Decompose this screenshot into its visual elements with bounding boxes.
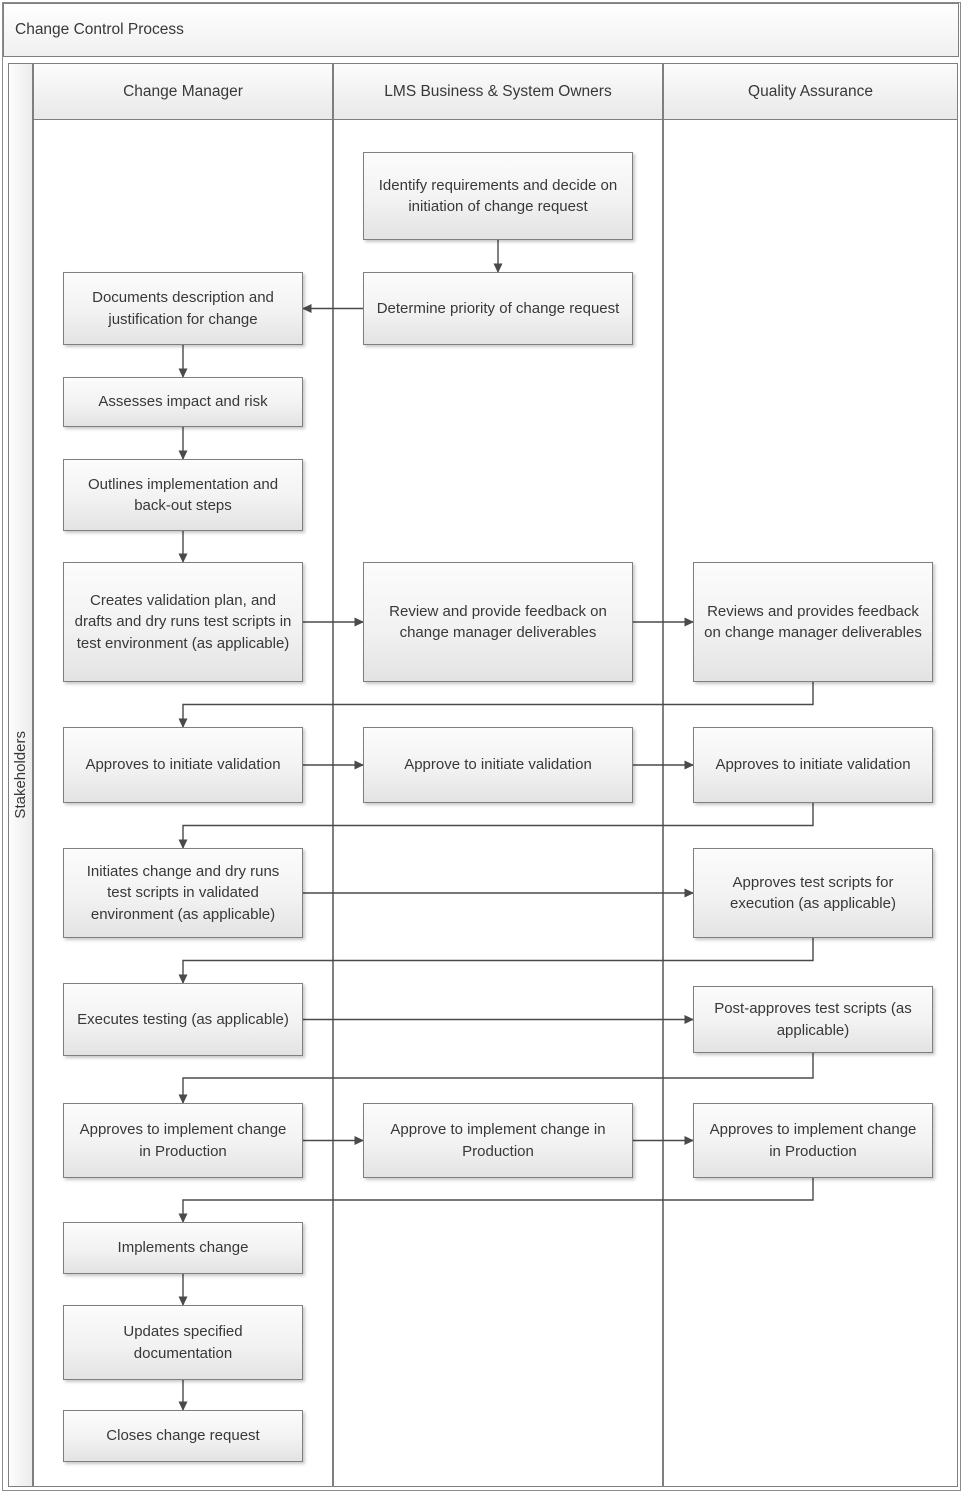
flow-node-determine: Determine priority of change request (363, 272, 633, 345)
flow-node-outlines: Outlines implementation and back-out ste… (63, 459, 303, 531)
title-band: Change Control Process (3, 3, 959, 57)
lane-header-change-manager: Change Manager (33, 63, 333, 120)
flow-node-approves-impl-cm: Approves to implement change in Producti… (63, 1103, 303, 1178)
edge-reviews-feedback-to-approves-init-cm (178, 682, 814, 728)
flow-node-approves-impl-qa: Approves to implement change in Producti… (693, 1103, 933, 1178)
flow-node-closes: Closes change request (63, 1410, 303, 1462)
edge-post-approves-to-approves-impl-cm (178, 1053, 814, 1104)
flow-node-review-feedback: Review and provide feedback on change ma… (363, 562, 633, 682)
edge-approves-impl-qa-to-implements (178, 1178, 814, 1223)
edge-approves-scripts-to-executes (178, 938, 814, 984)
flow-node-creates: Creates validation plan, and drafts and … (63, 562, 303, 682)
flow-node-approves-init-qa: Approves to initiate validation (693, 727, 933, 803)
lane-body-quality-assurance (663, 119, 958, 1487)
edge-approves-init-qa-to-initiates (178, 803, 814, 849)
flow-node-approve-init-mid: Approve to initiate validation (363, 727, 633, 803)
diagram-title: Change Control Process (15, 21, 184, 38)
flow-node-approves-init-cm: Approves to initiate validation (63, 727, 303, 803)
flow-node-approves-scripts: Approves test scripts for execution (as … (693, 848, 933, 938)
flow-node-implements: Implements change (63, 1222, 303, 1274)
flow-node-reviews-feedback: Reviews and provides feedback on change … (693, 562, 933, 682)
flow-node-executes: Executes testing (as applicable) (63, 983, 303, 1056)
flow-node-approve-impl-mid: Approve to implement change in Productio… (363, 1103, 633, 1178)
flow-node-documents: Documents description and justification … (63, 272, 303, 345)
stakeholders-strip: Stakeholders (8, 63, 33, 1487)
lane-header-label: Change Manager (123, 82, 243, 100)
lane-header-quality-assurance: Quality Assurance (663, 63, 958, 120)
lane-header-label: LMS Business & System Owners (384, 82, 612, 100)
flow-node-assesses: Assesses impact and risk (63, 377, 303, 427)
flow-node-post-approves: Post-approves test scripts (as applicabl… (693, 986, 933, 1053)
flow-node-updates: Updates specified documentation (63, 1305, 303, 1380)
flow-node-initiates: Initiates change and dry runs test scrip… (63, 848, 303, 938)
lane-header-label: Quality Assurance (748, 82, 873, 100)
flow-node-identify: Identify requirements and decide on init… (363, 152, 633, 240)
lane-body-lms-business-system-owners (333, 119, 663, 1487)
